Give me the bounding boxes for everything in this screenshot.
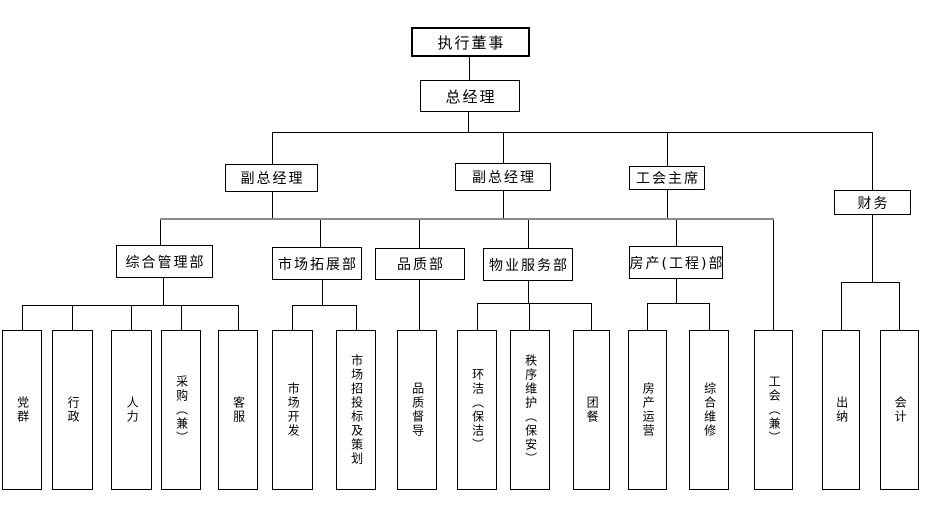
node-label: 市场招投标及策划	[349, 354, 364, 466]
node-label: 会计	[893, 396, 908, 424]
node-label: 客服	[231, 396, 246, 424]
connector-line	[356, 305, 357, 330]
org-node-dept-real-estate: 房产(工程)部	[629, 246, 723, 279]
org-node-customer-service: 客服	[218, 330, 258, 490]
connector-line	[667, 190, 668, 218]
connector-line	[841, 282, 842, 330]
connector-line	[238, 305, 239, 330]
node-label: 财务	[857, 195, 890, 212]
connector-line	[503, 132, 504, 163]
connector-line	[469, 57, 470, 80]
org-node-group-catering: 团餐	[573, 330, 610, 490]
connector-line	[292, 305, 293, 330]
connector-line	[773, 220, 774, 330]
connector-line	[647, 303, 648, 330]
connector-line	[477, 303, 592, 304]
connector-line	[320, 220, 321, 247]
connector-line	[841, 282, 900, 283]
org-node-cleaning: 环洁（保洁）	[457, 330, 497, 490]
connector-line	[872, 132, 873, 190]
node-label: 采购（兼）	[174, 375, 189, 445]
org-node-bidding-planning: 市场招投标及策划	[336, 330, 376, 490]
connector-line	[477, 303, 478, 330]
node-label: 综合维修	[702, 382, 717, 438]
node-label: 物业服务部	[489, 257, 569, 274]
node-label: 品质部	[397, 257, 445, 273]
node-label: 市场开发	[286, 382, 301, 438]
connector-line	[292, 305, 357, 306]
connector-line	[272, 132, 873, 133]
node-label: 工会主席	[636, 171, 700, 187]
connector-line	[322, 280, 323, 305]
org-node-procurement: 采购（兼）	[161, 330, 201, 490]
node-label: 人力	[125, 396, 140, 424]
node-label: 秩序维护（保安）	[523, 354, 538, 466]
node-label: 行政	[66, 396, 81, 424]
connector-line	[419, 220, 420, 248]
org-node-order-security: 秩序维护（保安）	[510, 330, 550, 490]
node-label: 综合管理部	[125, 254, 206, 271]
node-label: 团餐	[585, 396, 600, 424]
org-node-union-chairman: 工会主席	[629, 166, 705, 190]
connector-line	[163, 278, 164, 305]
node-label: 副总经理	[472, 170, 536, 186]
org-node-executive-director: 执行董事	[411, 27, 530, 57]
node-label: 房产运营	[641, 382, 656, 438]
connector-line	[22, 305, 23, 330]
connector-line	[591, 303, 592, 330]
connector-line	[160, 220, 161, 245]
node-label: 市场拓展部	[278, 256, 358, 273]
node-label: 执行董事	[437, 33, 506, 52]
connector-line	[22, 305, 239, 306]
connector-line	[647, 303, 710, 304]
connector-line	[529, 303, 530, 330]
node-label: 房产(工程)部	[629, 255, 725, 272]
org-node-deputy-gm-1: 副总经理	[225, 164, 318, 192]
connector-line	[503, 191, 504, 218]
node-label: 党群	[15, 396, 30, 424]
org-node-dept-property-service: 物业服务部	[483, 248, 573, 281]
node-label: 环洁（保洁）	[470, 368, 485, 452]
org-node-deputy-gm-2: 副总经理	[455, 163, 551, 191]
org-node-hr: 人力	[111, 330, 152, 490]
connector-line	[468, 112, 469, 132]
connector-line	[709, 303, 710, 330]
connector-line	[899, 282, 900, 330]
org-node-union: 工会（兼）	[754, 330, 793, 490]
connector-line	[131, 305, 132, 330]
org-node-general-manager: 总经理	[420, 80, 520, 112]
org-node-general-maintenance: 综合维修	[689, 330, 729, 490]
connector-line	[528, 281, 529, 303]
org-node-market-dev: 市场开发	[272, 330, 313, 490]
connector-line	[676, 220, 677, 246]
org-node-party-mass: 党群	[2, 330, 42, 490]
connector-line	[272, 192, 273, 218]
connector-line	[419, 280, 420, 330]
connector-line	[872, 215, 873, 282]
connector-bus-line	[160, 218, 774, 220]
org-node-quality-supervision: 品质督导	[397, 330, 437, 490]
org-node-dept-market-expansion: 市场拓展部	[272, 247, 362, 280]
connector-line	[528, 220, 529, 248]
node-label: 副总经理	[240, 171, 305, 187]
connector-line	[181, 305, 182, 330]
org-node-finance: 财务	[834, 190, 911, 215]
org-node-cashier: 出纳	[822, 330, 860, 490]
org-node-dept-general-admin: 综合管理部	[116, 245, 213, 278]
connector-line	[72, 305, 73, 330]
node-label: 工会（兼）	[767, 375, 782, 445]
node-label: 品质督导	[410, 382, 425, 438]
node-label: 出纳	[834, 396, 849, 424]
connector-line	[676, 279, 677, 303]
connector-line	[667, 132, 668, 166]
node-label: 总经理	[445, 87, 497, 106]
connector-line	[272, 132, 273, 164]
org-node-dept-quality: 品质部	[375, 248, 465, 280]
org-node-admin: 行政	[52, 330, 93, 490]
org-node-realestate-operation: 房产运营	[628, 330, 667, 490]
org-node-accountant: 会计	[880, 330, 919, 490]
